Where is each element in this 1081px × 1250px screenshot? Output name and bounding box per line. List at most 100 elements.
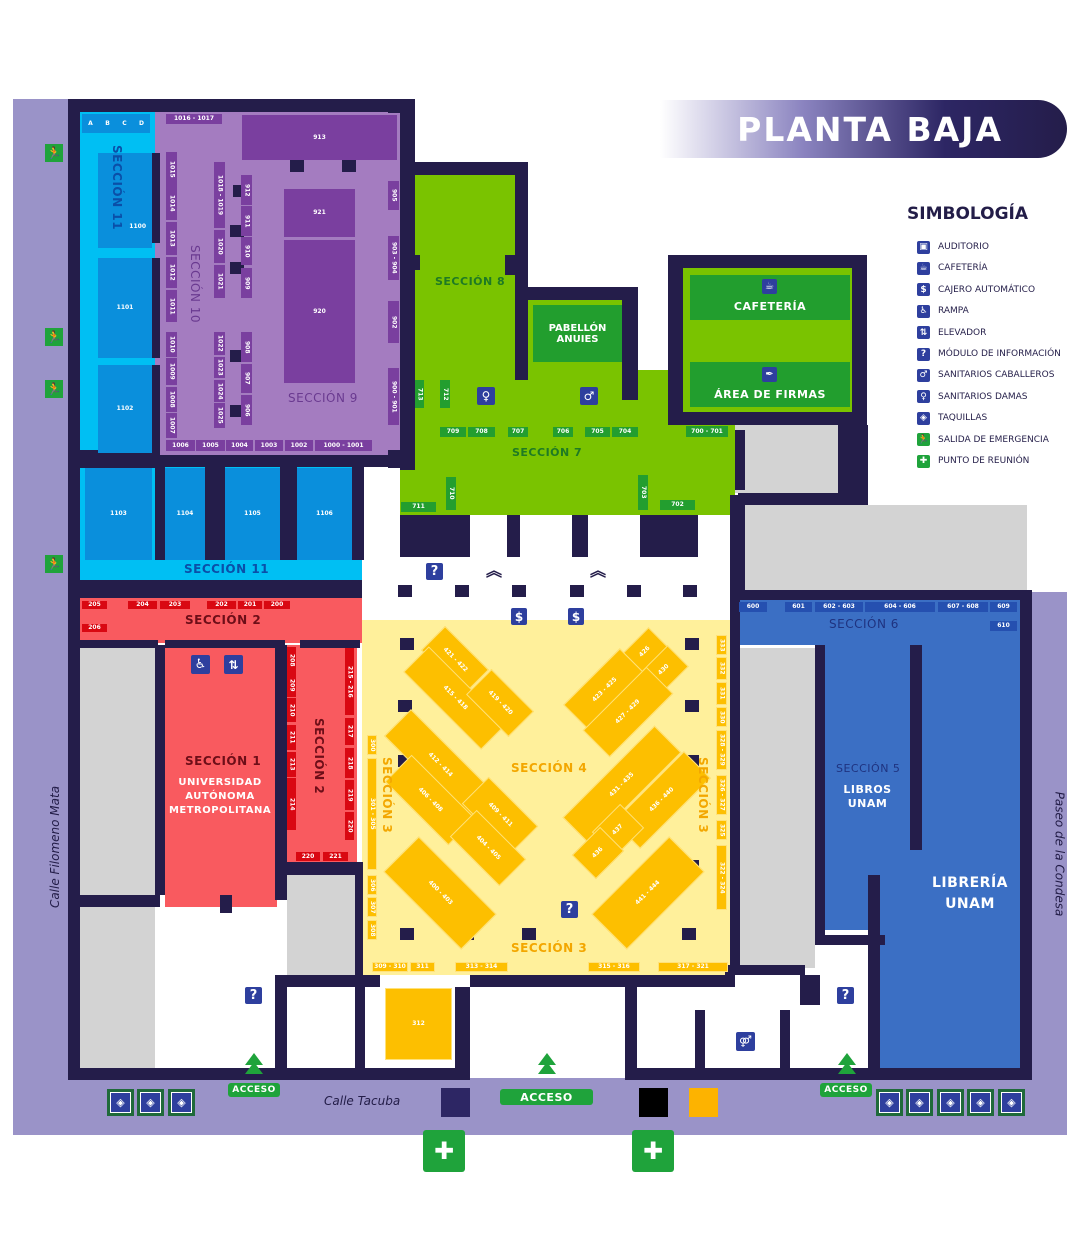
booth[interactable]: 201 bbox=[238, 601, 262, 609]
booth[interactable]: 311 bbox=[410, 962, 435, 972]
booth[interactable]: 707 bbox=[508, 427, 528, 437]
booth[interactable]: 301 - 305 bbox=[367, 758, 377, 870]
booth[interactable]: 1020 bbox=[214, 230, 225, 263]
anuies-pavilion[interactable]: PABELLÓN ANUIES bbox=[533, 305, 622, 362]
booth[interactable]: 317 - 321 bbox=[658, 962, 728, 972]
booth[interactable]: 906 bbox=[241, 395, 252, 425]
booth[interactable]: 308 bbox=[367, 920, 377, 940]
booth[interactable]: 600 bbox=[739, 602, 767, 612]
access-main[interactable]: ACCESO bbox=[500, 1089, 593, 1105]
booth[interactable]: 1025 bbox=[214, 403, 225, 428]
booth[interactable]: 706 bbox=[553, 427, 573, 437]
ticket-booth[interactable]: ◈ bbox=[937, 1089, 964, 1116]
booth[interactable]: 328 - 329 bbox=[716, 730, 727, 770]
booth[interactable]: 905 bbox=[388, 181, 399, 210]
booth[interactable]: 913 bbox=[242, 115, 397, 160]
access-right[interactable]: ACCESO bbox=[820, 1083, 872, 1097]
booth[interactable]: 604 - 606 bbox=[865, 602, 935, 612]
booth[interactable]: 1012 bbox=[166, 257, 177, 288]
info-module-icon[interactable]: ? bbox=[837, 987, 854, 1004]
booth[interactable]: A bbox=[82, 114, 99, 133]
booth[interactable]: 1006 bbox=[166, 440, 195, 451]
booth[interactable]: 921 bbox=[284, 189, 355, 237]
booth[interactable]: 313 - 314 bbox=[455, 962, 508, 972]
booth[interactable]: 209 bbox=[287, 673, 296, 697]
booth[interactable]: 220 bbox=[296, 852, 320, 861]
booth[interactable]: 601 bbox=[785, 602, 812, 612]
booth[interactable]: 700 - 701 bbox=[686, 426, 728, 437]
booth[interactable]: 1002 bbox=[285, 440, 313, 451]
booth[interactable]: 708 bbox=[468, 427, 495, 437]
booth[interactable]: 326 - 327 bbox=[716, 775, 727, 815]
booth[interactable]: 602 - 603 bbox=[815, 602, 863, 612]
booth[interactable]: 1014 bbox=[166, 187, 177, 220]
ticket-booth[interactable]: ◈ bbox=[876, 1089, 903, 1116]
booth[interactable]: 1105 bbox=[225, 468, 280, 560]
info-module-icon[interactable]: ? bbox=[561, 901, 578, 918]
booth[interactable]: 213 bbox=[287, 752, 296, 777]
booth[interactable]: 205 bbox=[82, 601, 107, 609]
booth[interactable]: 710 bbox=[446, 477, 456, 510]
booth[interactable]: 203 bbox=[160, 601, 190, 609]
booth[interactable]: 920 bbox=[284, 240, 355, 383]
ticket-booth[interactable]: ◈ bbox=[137, 1089, 164, 1116]
ticket-booth[interactable]: ◈ bbox=[107, 1089, 134, 1116]
booth[interactable]: 210 bbox=[287, 698, 296, 722]
booth[interactable]: 911 bbox=[241, 206, 252, 236]
booth[interactable]: 1100 bbox=[98, 153, 152, 248]
ticket-booth[interactable]: ◈ bbox=[998, 1089, 1025, 1116]
booth[interactable]: 1104 bbox=[165, 468, 205, 560]
booth[interactable]: 1021 bbox=[214, 265, 225, 298]
booth[interactable]: 711 bbox=[401, 502, 436, 512]
booth[interactable]: 1106 bbox=[297, 468, 352, 560]
booth[interactable]: 1011 bbox=[166, 290, 177, 322]
booth[interactable]: 1018 - 1019 bbox=[214, 162, 225, 228]
booth[interactable]: 312 bbox=[385, 988, 452, 1060]
booth[interactable]: 704 bbox=[612, 427, 638, 437]
ticket-booth[interactable]: ◈ bbox=[168, 1089, 195, 1116]
booth[interactable]: 206 bbox=[82, 624, 107, 632]
booth[interactable]: 1103 bbox=[85, 468, 152, 560]
booth[interactable]: 709 bbox=[440, 427, 466, 437]
booth[interactable]: 1024 bbox=[214, 380, 225, 402]
booth[interactable]: 219 bbox=[345, 780, 354, 810]
booth[interactable]: 902 bbox=[388, 301, 399, 343]
booth[interactable]: 330 bbox=[716, 707, 727, 727]
booth[interactable]: 333 bbox=[716, 635, 727, 655]
booth[interactable]: 712 bbox=[440, 380, 450, 408]
booth[interactable]: 300 bbox=[367, 735, 377, 755]
booth[interactable]: 220 bbox=[345, 812, 354, 840]
booth[interactable]: 607 - 608 bbox=[938, 602, 988, 612]
info-module-icon[interactable]: ? bbox=[426, 563, 443, 580]
booth[interactable]: 200 bbox=[264, 601, 290, 609]
booth[interactable]: 907 bbox=[241, 364, 252, 393]
booth[interactable]: 609 bbox=[990, 602, 1017, 612]
booth[interactable]: 1023 bbox=[214, 357, 225, 378]
booth[interactable]: 211 bbox=[287, 725, 296, 750]
booth[interactable]: B bbox=[99, 114, 116, 133]
booth[interactable]: 1015 bbox=[166, 152, 177, 187]
booth[interactable]: 214 bbox=[287, 778, 296, 830]
booth[interactable]: 306 bbox=[367, 875, 377, 895]
booth[interactable]: 908 bbox=[241, 332, 252, 362]
booth[interactable]: 1004 bbox=[226, 440, 253, 451]
booth[interactable]: 1101 bbox=[98, 258, 152, 358]
booth[interactable]: 202 bbox=[207, 601, 236, 609]
booth[interactable]: 705 bbox=[585, 427, 610, 437]
booth[interactable]: 1013 bbox=[166, 222, 177, 255]
ticket-booth[interactable]: ◈ bbox=[906, 1089, 933, 1116]
booth[interactable]: 900 - 901 bbox=[388, 368, 399, 425]
booth[interactable]: 1010 bbox=[166, 332, 177, 357]
booth[interactable]: 221 bbox=[323, 852, 348, 861]
booth[interactable]: 217 bbox=[345, 718, 354, 745]
booth[interactable]: 1008 bbox=[166, 387, 177, 412]
booth[interactable]: 912 bbox=[241, 175, 252, 205]
booth[interactable]: 322 - 324 bbox=[716, 845, 727, 910]
booth[interactable]: C bbox=[116, 114, 133, 133]
booth[interactable]: 218 bbox=[345, 748, 354, 778]
booth[interactable]: 610 bbox=[990, 621, 1017, 631]
booth[interactable]: 204 bbox=[128, 601, 157, 609]
booth[interactable]: 1022 bbox=[214, 332, 225, 355]
info-module-icon[interactable]: ? bbox=[245, 987, 262, 1004]
booth[interactable]: 1102 bbox=[98, 365, 152, 453]
